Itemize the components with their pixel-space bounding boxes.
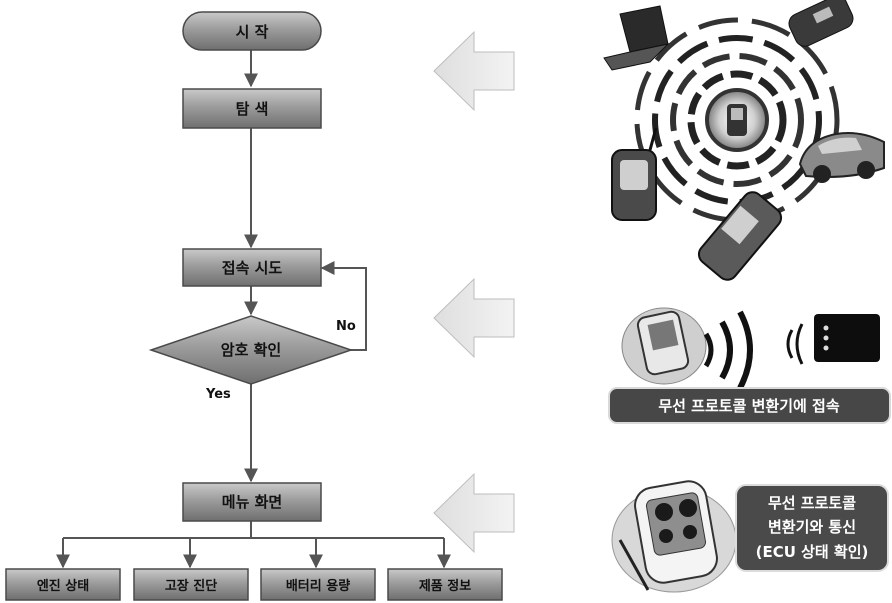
edge-label-no: No <box>336 319 356 334</box>
caption-converter-connect-text: 무선 프로토콜 변환기에 접속 <box>658 397 839 415</box>
pda-wireless-icon <box>622 308 880 388</box>
left-arrow-icon <box>434 32 514 110</box>
wireless-devices-icon <box>604 0 884 284</box>
leaf-label: 고장 진단 <box>165 578 217 594</box>
node-menu-label: 메뉴 화면 <box>222 493 282 511</box>
leaf-label: 제품 정보 <box>419 578 471 594</box>
leaf-product-info: 제품 정보 <box>388 569 502 600</box>
leaf-fault-diagnosis: 고장 진단 <box>134 569 248 600</box>
edge-label-yes: Yes <box>205 387 231 402</box>
flip-phone-icon <box>612 128 656 220</box>
node-connect-attempt: 접속 시도 <box>183 249 321 286</box>
car-icon <box>800 133 884 183</box>
node-password-label: 암호 확인 <box>221 341 281 359</box>
leaf-label: 배터리 용량 <box>286 578 350 594</box>
edge-no-loop <box>322 268 366 350</box>
left-arrow-icon <box>434 474 514 552</box>
node-start: 시 작 <box>183 12 321 50</box>
caption-line-3: (ECU 상태 확인) <box>756 543 869 561</box>
left-arrow-icon <box>434 279 514 357</box>
leaf-label: 엔진 상태 <box>37 578 89 594</box>
node-search: 탐 색 <box>183 89 321 128</box>
node-menu-screen: 메뉴 화면 <box>183 483 321 521</box>
caption-line-1: 무선 프로토콜 <box>768 494 856 512</box>
mobile-phone-icon <box>695 188 785 284</box>
node-password-check: 암호 확인 <box>151 316 351 384</box>
caption-converter-comm: 무선 프로토콜 변환기와 통신 (ECU 상태 확인) <box>736 485 888 571</box>
node-search-label: 탐 색 <box>236 100 269 118</box>
leaf-battery-capacity: 배터리 용량 <box>261 569 375 600</box>
pda-screen-icon <box>612 478 736 592</box>
node-connect-label: 접속 시도 <box>222 259 283 277</box>
caption-line-2: 변환기와 통신 <box>768 518 856 536</box>
node-start-label: 시 작 <box>236 23 269 41</box>
mobile-phone-icon <box>786 0 857 50</box>
leaf-engine-status: 엔진 상태 <box>6 569 120 600</box>
caption-converter-connect: 무선 프로토콜 변환기에 접속 <box>609 388 890 423</box>
